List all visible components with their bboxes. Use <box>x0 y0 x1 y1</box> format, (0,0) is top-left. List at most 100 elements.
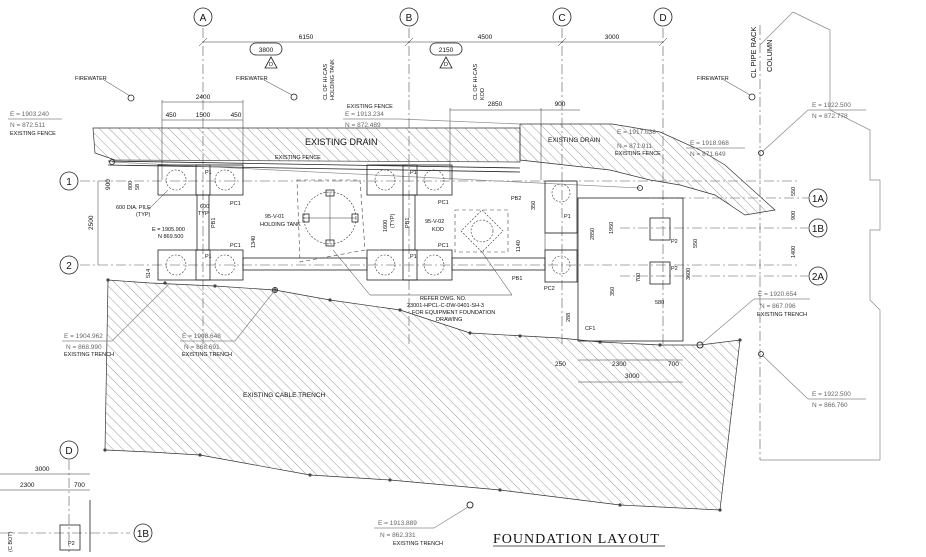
svg-text:250: 250 <box>555 361 566 368</box>
svg-text:EXISTING FENCE: EXISTING FENCE <box>10 131 56 137</box>
svg-text:EXISTING FENCE: EXISTING FENCE <box>347 104 393 110</box>
svg-text:3800: 3800 <box>259 47 274 54</box>
svg-text:1950: 1950 <box>609 222 615 234</box>
row-bubble-1a: 1A <box>808 188 828 208</box>
svg-text:E = 1913.234: E = 1913.234 <box>345 111 384 118</box>
svg-text:D: D <box>65 446 72 457</box>
svg-text:N 869.500: N 869.500 <box>158 234 183 240</box>
svg-text:PC1: PC1 <box>438 200 449 206</box>
existing-drain-label: EXISTING DRAIN <box>305 137 378 147</box>
svg-text:P2: P2 <box>68 541 75 547</box>
svg-text:FOR EQUIPMENT FOUNDATION: FOR EQUIPMENT FOUNDATION <box>412 310 495 316</box>
svg-text:N = 867.096: N = 867.096 <box>760 303 796 310</box>
revision-cloud-2150: 2150 D <box>429 42 463 69</box>
cl-holding-tank-label: CL OF HI-CAS HOLDING TANK <box>323 59 336 100</box>
svg-text:2150: 2150 <box>439 47 454 54</box>
row-bubble-2: 2 <box>59 255 79 275</box>
grid-lines <box>80 25 808 460</box>
svg-text:P1: P1 <box>410 254 417 260</box>
holding-tank-foundation: 95-V-01 HOLDING TANK <box>260 179 366 263</box>
svg-text:CL OF HI-CAS: CL OF HI-CAS <box>473 64 479 100</box>
svg-text:1B: 1B <box>812 224 825 235</box>
svg-text:CL PIPE RACK: CL PIPE RACK <box>749 27 758 78</box>
svg-text:E = 1917.038: E = 1917.038 <box>617 129 656 136</box>
svg-text:700: 700 <box>668 361 679 368</box>
coord-callout-2: E = 1913.234 N = 872.489 EXISTING FENCE <box>343 104 521 129</box>
svg-text:700: 700 <box>636 273 642 282</box>
svg-text:1140: 1140 <box>516 240 522 252</box>
tie-beam-a: PB1 <box>196 194 217 251</box>
svg-text:E = 1918.968: E = 1918.968 <box>690 140 729 147</box>
kod-foundation: 95-V-02 KOD <box>425 209 509 253</box>
column-bubble-c: C <box>552 7 572 27</box>
svg-text:6150: 6150 <box>299 34 314 41</box>
svg-text:58: 58 <box>135 184 141 190</box>
svg-text:700: 700 <box>74 482 85 489</box>
svg-text:2: 2 <box>66 261 72 272</box>
svg-text:450: 450 <box>231 112 242 119</box>
coord-callout-6: E = 1904.962 N = 868.990 EXISTING TRENCH <box>62 282 171 358</box>
svg-text:2850: 2850 <box>488 101 503 108</box>
svg-text:600 DIA. PILE: 600 DIA. PILE <box>116 205 151 211</box>
svg-text:3600: 3600 <box>686 268 692 280</box>
svg-text:1A: 1A <box>812 194 825 205</box>
svg-text:P1: P1 <box>205 254 212 260</box>
svg-text:PB1: PB1 <box>211 218 217 228</box>
svg-text:CL OF HI-CAS: CL OF HI-CAS <box>323 64 329 100</box>
svg-text:EXISTING TRENCH: EXISTING TRENCH <box>393 541 443 547</box>
cl-kod-label: CL OF HI-CAS KOD <box>473 64 486 100</box>
foundation-dims-top: 2400 450 1500 450 2850 900 <box>161 94 580 180</box>
svg-text:95-V-01: 95-V-01 <box>265 214 284 220</box>
coord-callout-5: E = 1922.500 N = 872.778 <box>758 102 866 156</box>
svg-text:EXISTING FENCE: EXISTING FENCE <box>615 151 661 157</box>
svg-text:N = 872.511: N = 872.511 <box>10 122 46 129</box>
coord-callout-10: E = 1913.889 N = 862.331 EXISTING TRENCH <box>374 506 469 547</box>
svg-text:PB1: PB1 <box>405 218 411 228</box>
svg-text:23001-HPCL-C-DW-0401-SH-3: 23001-HPCL-C-DW-0401-SH-3 <box>407 303 484 309</box>
svg-text:550: 550 <box>791 187 797 196</box>
svg-text:550: 550 <box>693 239 699 248</box>
svg-text:514: 514 <box>146 269 152 278</box>
svg-text:900: 900 <box>555 101 566 108</box>
svg-text:REFER DWG. NO.: REFER DWG. NO. <box>420 296 467 302</box>
svg-text:N = 862.331: N = 862.331 <box>380 532 416 539</box>
svg-text:HOLDING TANK: HOLDING TANK <box>330 59 336 100</box>
svg-text:A: A <box>200 13 207 24</box>
svg-text:580: 580 <box>655 300 664 306</box>
svg-text:FIREWATER: FIREWATER <box>236 76 268 82</box>
svg-text:P2: P2 <box>671 266 678 272</box>
svg-text:FIREWATER: FIREWATER <box>697 76 729 82</box>
svg-text:E = 1913.889: E = 1913.889 <box>378 520 417 527</box>
svg-text:PB1: PB1 <box>512 276 522 282</box>
svg-text:P2: P2 <box>671 239 678 245</box>
svg-text:PC1: PC1 <box>230 243 241 249</box>
svg-text:E = 1922.500: E = 1922.500 <box>812 102 851 109</box>
drain-right-label: EXISTING DRAIN <box>548 137 601 144</box>
pile-cap-b2: P1 PC1 <box>366 243 453 281</box>
svg-text:KOD: KOD <box>480 88 486 100</box>
svg-text:EXISTING TRENCH: EXISTING TRENCH <box>757 312 807 318</box>
svg-text:P1: P1 <box>564 214 571 220</box>
svg-text:350: 350 <box>610 287 616 296</box>
pile-cap-c1: P1 PB2 <box>511 180 578 234</box>
svg-text:DRAWING: DRAWING <box>436 317 462 323</box>
svg-text:2300: 2300 <box>20 482 35 489</box>
svg-text:1B: 1B <box>137 529 150 540</box>
svg-text:2A: 2A <box>812 272 825 283</box>
coord-callout-9: E = 1922.500 N = 866.760 <box>758 351 866 409</box>
column-bubble-a: A <box>193 7 213 27</box>
revision-cloud-3800: 3800 D <box>249 42 283 69</box>
svg-text:800: 800 <box>128 181 134 190</box>
coord-callout-4: E = 1918.968 N = 871.649 <box>686 140 745 158</box>
svg-text:1500: 1500 <box>196 112 211 119</box>
coord-callout-7: E = 1908.648 N = 868.691 EXISTING TRENCH <box>180 289 276 358</box>
svg-text:E = 1905.900: E = 1905.900 <box>152 227 185 233</box>
svg-text:900: 900 <box>105 179 112 190</box>
drawing-title: FOUNDATION LAYOUT <box>493 532 665 547</box>
svg-text:KOD: KOD <box>432 227 444 233</box>
svg-text:1340: 1340 <box>251 236 257 248</box>
pile-cap-c2: PC2 <box>544 249 578 292</box>
row-bubble-1b: 1B <box>808 218 828 238</box>
svg-text:D: D <box>269 62 273 68</box>
